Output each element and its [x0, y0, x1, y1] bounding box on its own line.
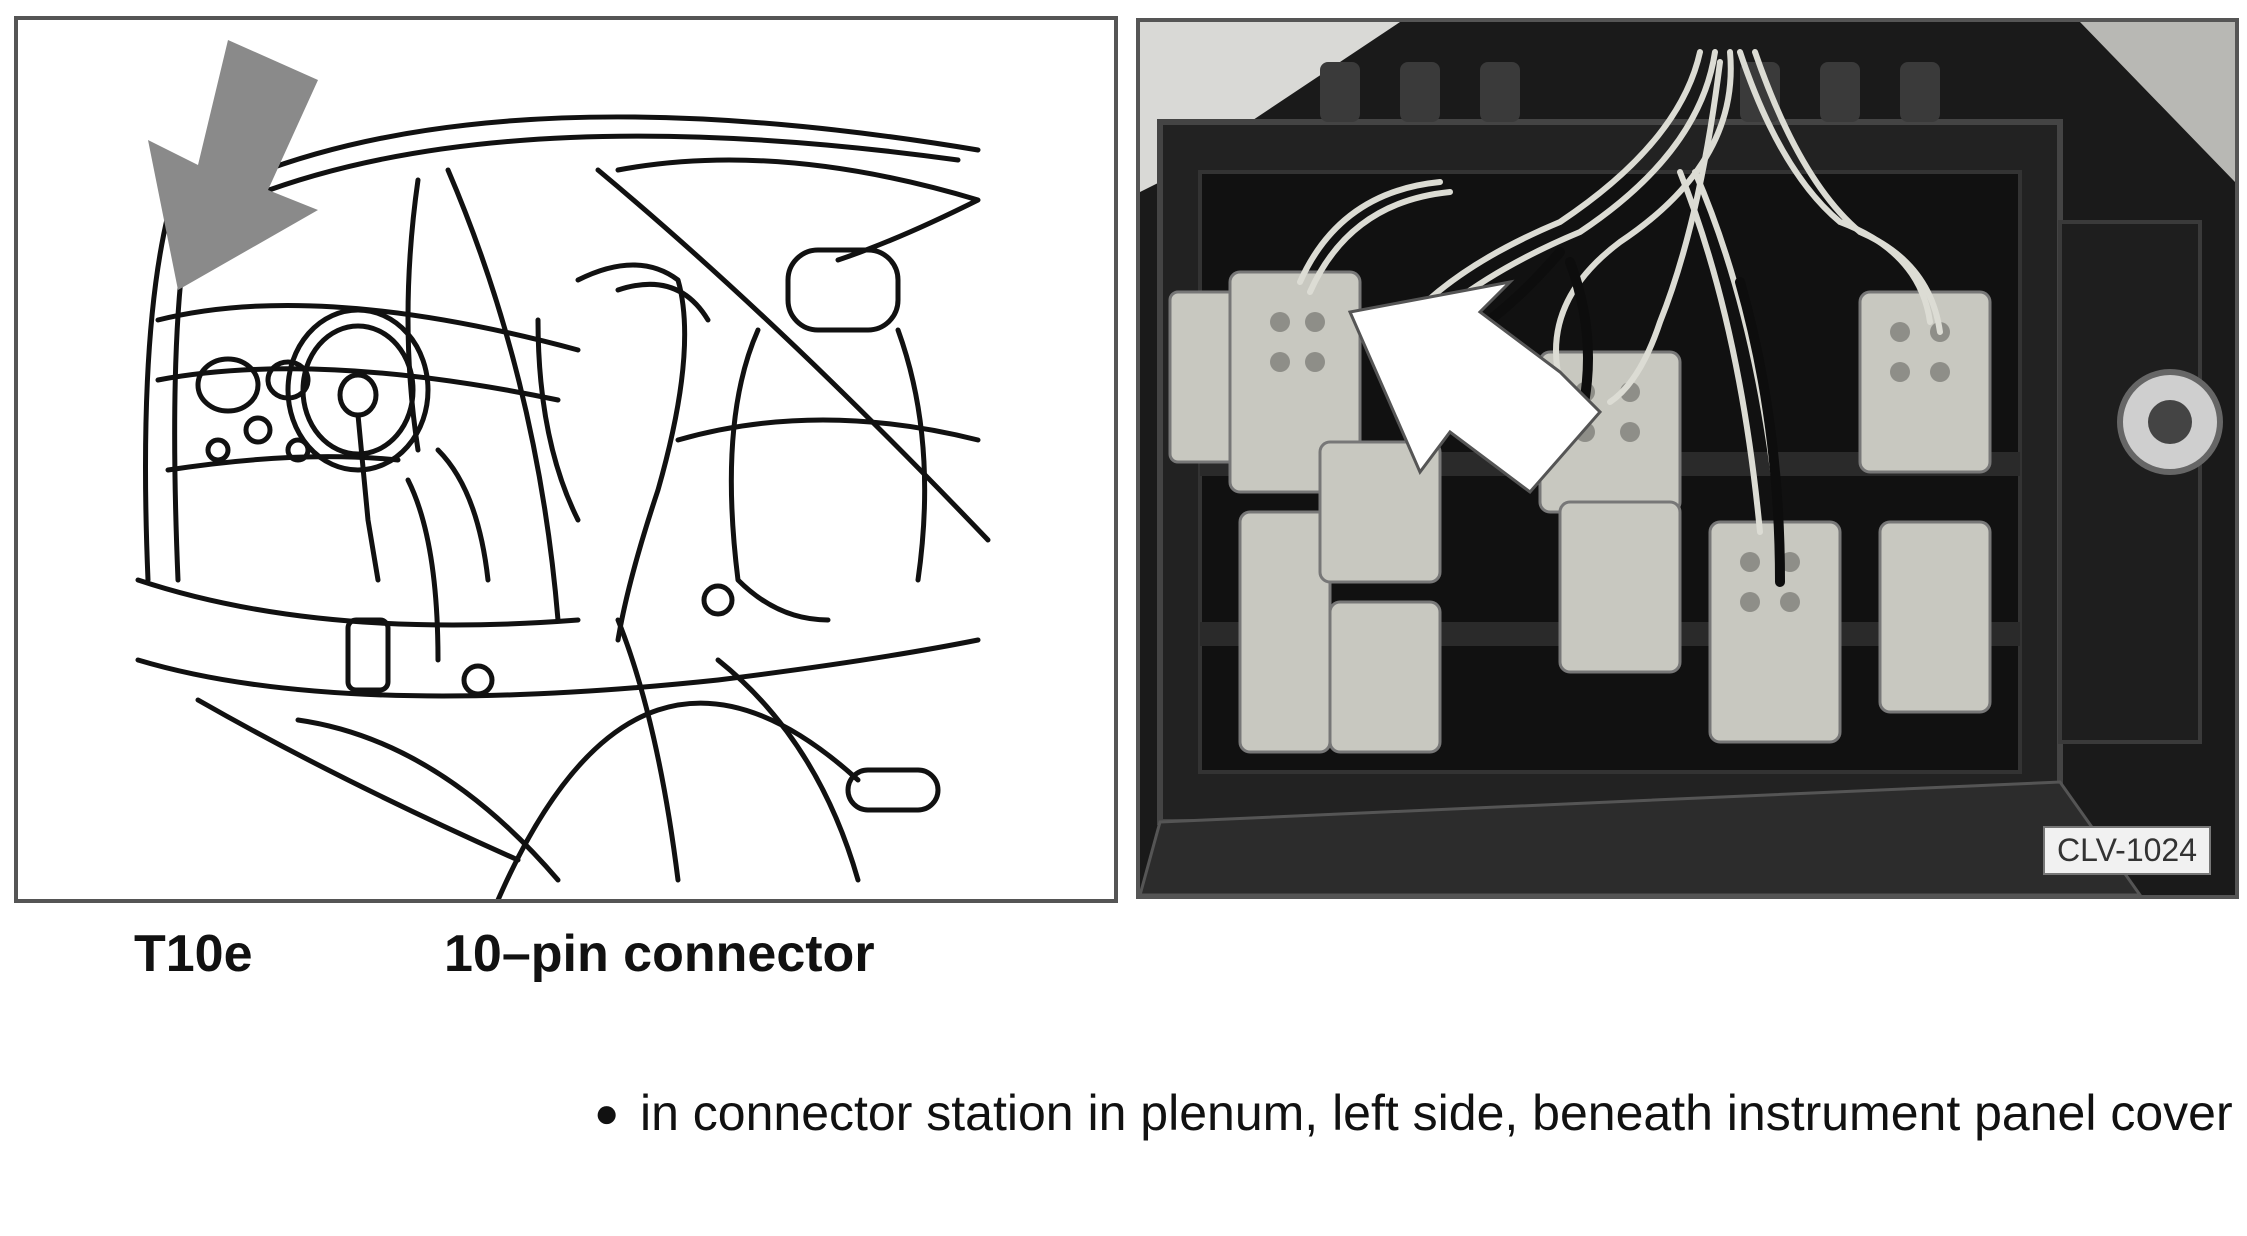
- location-note: ● in connector station in plenum, left s…: [594, 1083, 2234, 1143]
- bullet-icon: ●: [594, 1089, 620, 1136]
- connector-id: T10e: [134, 925, 253, 983]
- figure-code-label: CLV-1024: [2043, 826, 2211, 875]
- connector-description: 10–pin connector: [444, 925, 875, 983]
- locator-arrow-icon: [1347, 279, 1603, 495]
- locator-arrow-icon: [148, 40, 318, 290]
- interior-illustration: [14, 16, 1118, 903]
- car-interior-drawing: [135, 40, 991, 899]
- location-note-text: in connector station in plenum, left sid…: [640, 1085, 2233, 1141]
- connector-station-photo: CLV-1024: [1136, 18, 2239, 899]
- connector-station-drawing: [1140, 22, 2235, 895]
